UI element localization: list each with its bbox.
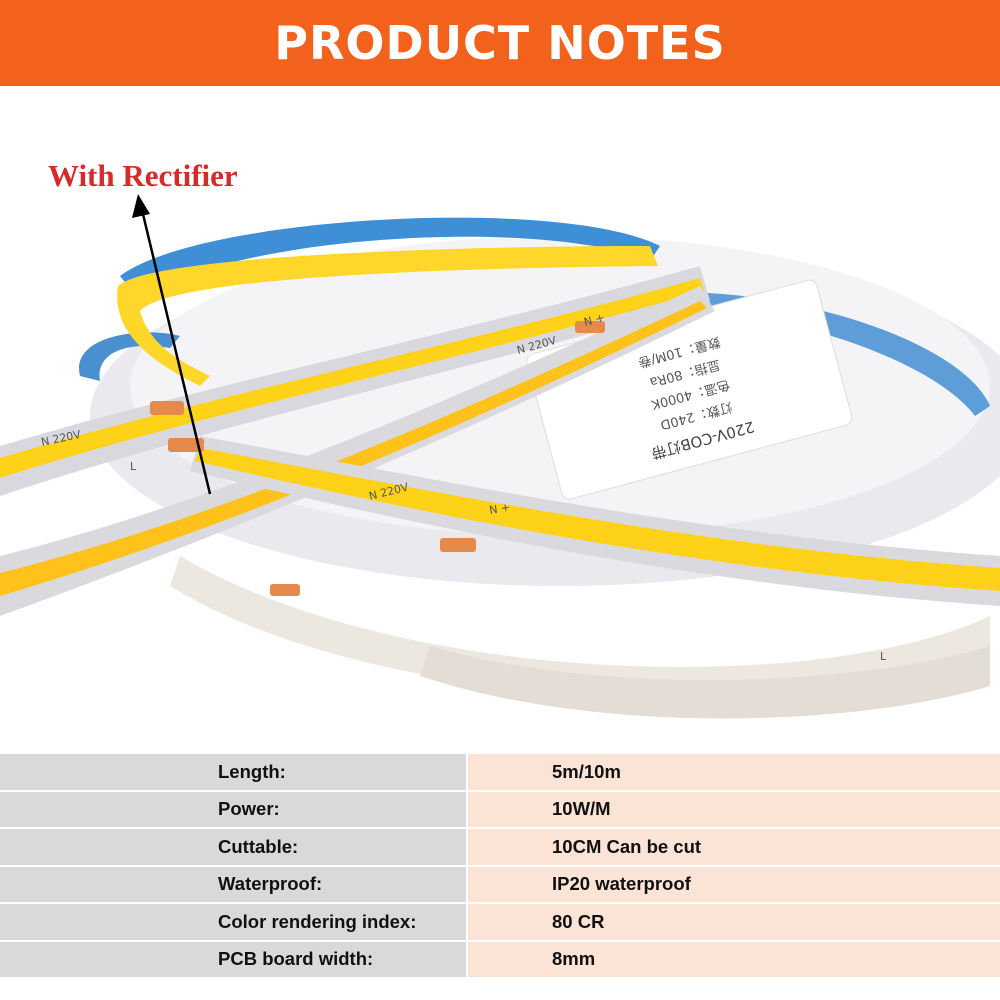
spec-table: Length: 5m/10m Power: 10W/M Cuttable: 10…: [0, 754, 1000, 979]
spec-value: 80 CR: [468, 904, 1000, 940]
spec-divider: [466, 829, 468, 865]
led-strip-cob: [0, 301, 707, 596]
strip-marking: L: [880, 650, 887, 663]
blue-backing-coil: [120, 217, 660, 301]
spec-divider: [466, 754, 468, 790]
led-strip-illustration: 220V-COB灯带 灯数：240D 色温：4000K 显指：80Ra 数量：1…: [0, 194, 1000, 719]
spec-label: Cuttable:: [0, 829, 466, 865]
spec-label: Length:: [0, 754, 466, 790]
led-strip-cob: [0, 278, 704, 478]
solder-pad: [168, 438, 204, 452]
spec-row: Color rendering index: 80 CR: [0, 904, 1000, 942]
strip-marking: N +: [488, 501, 511, 517]
rectifier-callout: With Rectifier: [48, 158, 238, 193]
spec-row: Length: 5m/10m: [0, 754, 1000, 792]
led-strip-loop: [117, 246, 659, 386]
spec-value: 10W/M: [468, 791, 1000, 827]
strip-marking: L: [130, 460, 137, 473]
header-banner: PRODUCT NOTES: [0, 0, 1000, 86]
spec-value: 5m/10m: [468, 754, 1000, 790]
product-photo: 220V-COB灯带 灯数：240D 色温：4000K 显指：80Ra 数量：1…: [0, 86, 1000, 750]
spec-row: PCB board width: 8mm: [0, 941, 1000, 979]
spec-label: PCB board width:: [0, 941, 466, 977]
spec-row: Cuttable: 10CM Can be cut: [0, 829, 1000, 867]
spec-divider: [466, 941, 468, 977]
spec-label: Color rendering index:: [0, 904, 466, 940]
spec-row: Power: 10W/M: [0, 791, 1000, 829]
spec-row: Waterproof: IP20 waterproof: [0, 866, 1000, 904]
spec-divider: [466, 791, 468, 827]
solder-pad: [575, 321, 605, 333]
spec-divider: [466, 866, 468, 902]
spec-label: Power:: [0, 791, 466, 827]
lower-coil-back: [420, 646, 990, 719]
solder-pad: [270, 584, 300, 596]
banner-title: PRODUCT NOTES: [274, 16, 726, 70]
spec-value: IP20 waterproof: [468, 866, 1000, 902]
callout-arrow-line: [140, 209, 212, 495]
solder-pad: [440, 538, 476, 552]
callout-arrow-head: [132, 194, 150, 218]
solder-pad: [150, 401, 184, 415]
led-strip-cob: [195, 448, 1000, 591]
spec-divider: [466, 904, 468, 940]
spec-label: Waterproof:: [0, 866, 466, 902]
spec-value: 8mm: [468, 941, 1000, 977]
lower-coil: [170, 556, 990, 697]
strip-marking: N +: [582, 311, 606, 329]
spec-value: 10CM Can be cut: [468, 829, 1000, 865]
